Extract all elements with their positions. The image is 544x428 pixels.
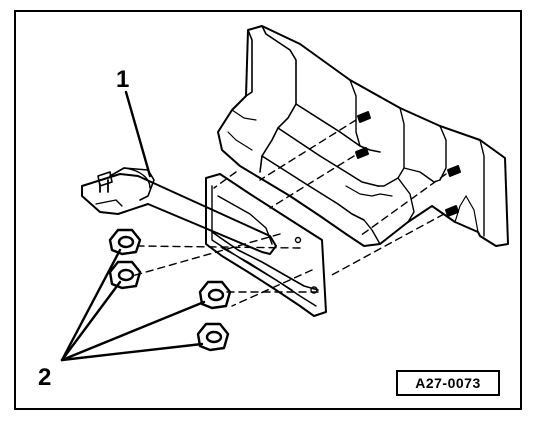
leader-line-part-2a bbox=[60, 248, 122, 362]
leader-line-part-2b bbox=[60, 280, 122, 362]
leader-line-part-1 bbox=[124, 90, 152, 178]
part-2-nuts bbox=[108, 228, 232, 352]
callout-part-1: 1 bbox=[116, 66, 130, 93]
callout-part-2: 2 bbox=[38, 364, 52, 391]
leader-line-part-2d bbox=[60, 342, 204, 362]
nut-icon bbox=[108, 260, 142, 290]
nut-icon bbox=[108, 228, 142, 256]
shield-studs bbox=[355, 111, 461, 217]
nut-icon bbox=[196, 322, 230, 352]
heat-shield-panel bbox=[217, 25, 509, 247]
reference-code: A27-0073 bbox=[415, 375, 481, 391]
reference-code-box: A27-0073 bbox=[396, 370, 500, 396]
part-1-bracket bbox=[81, 167, 277, 255]
nut-icon bbox=[198, 280, 232, 310]
leader-line-part-2c bbox=[60, 300, 206, 362]
assembly-dash-lines bbox=[131, 119, 447, 307]
leader-lines bbox=[60, 90, 206, 362]
